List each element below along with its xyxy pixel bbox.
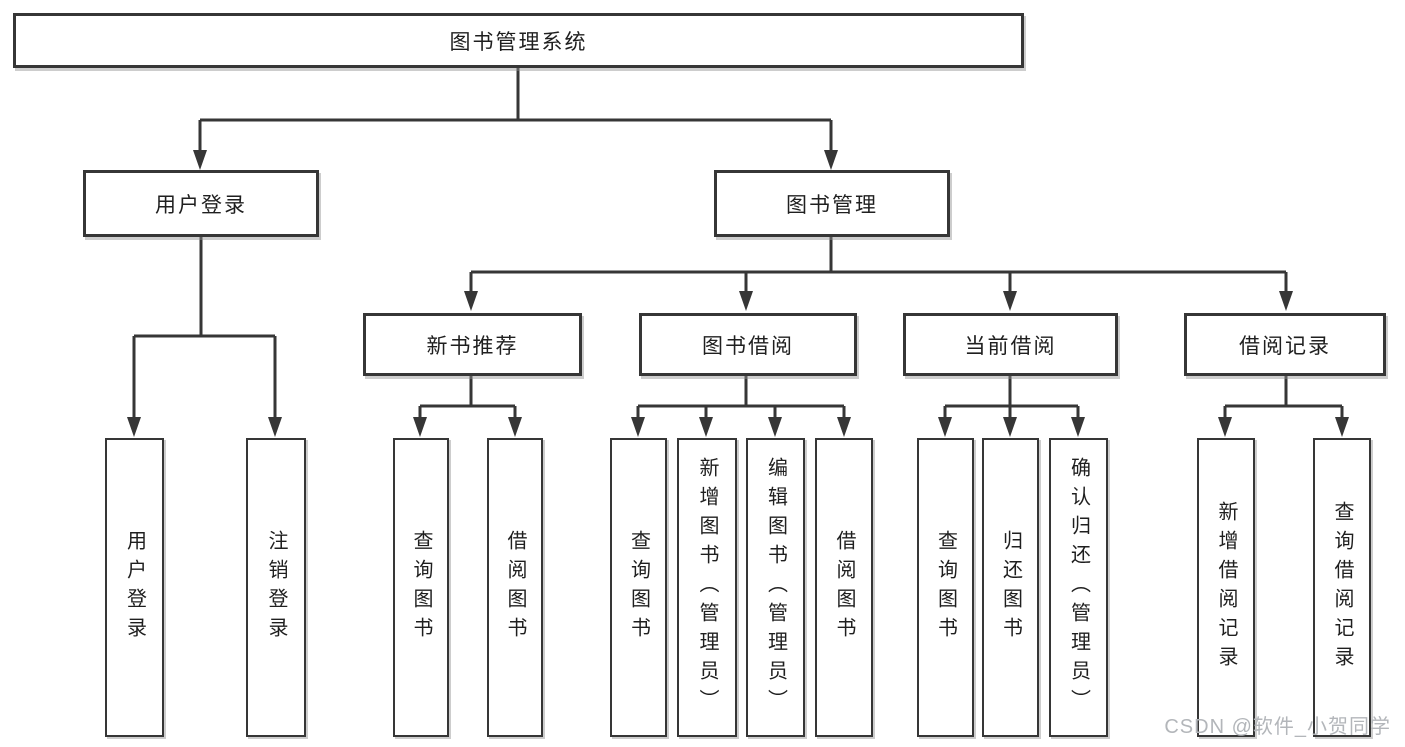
leaf-borrow-books: 借阅图书: [815, 438, 873, 737]
leaf-query-books-current-label: 查询图书: [934, 529, 957, 646]
connector-current-borrow-branch: [938, 376, 1085, 437]
leaf-query-books-recommend: 查询图书: [393, 438, 449, 737]
connector-borrow-records-branch: [1218, 376, 1349, 437]
leaf-borrow-books-label: 借阅图书: [833, 529, 855, 646]
node-borrow-records-label: 借阅记录: [1239, 334, 1331, 358]
leaf-confirm-return-admin-label: 确认归还（管理员）: [1067, 457, 1090, 718]
node-root-label: 图书管理系统: [449, 30, 588, 54]
leaf-add-books-admin: 新增图书（管理员）: [677, 438, 737, 737]
node-book-borrow-label: 图书借阅: [702, 334, 794, 358]
node-current-borrow-label: 当前借阅: [964, 334, 1057, 358]
leaf-user-login: 用户登录: [105, 438, 164, 737]
leaf-user-login-label: 用户登录: [123, 529, 146, 646]
node-new-book-recommend: 新书推荐: [363, 313, 582, 376]
node-current-borrow: 当前借阅: [903, 313, 1118, 376]
leaf-query-books-borrow-label: 查询图书: [627, 529, 650, 646]
connector-user-login-branch: [127, 237, 282, 437]
node-book-management-branch: 图书管理: [714, 170, 950, 237]
node-user-login-branch-label: 用户登录: [155, 193, 247, 217]
node-borrow-records: 借阅记录: [1184, 313, 1386, 376]
node-root-library-management-system: 图书管理系统: [13, 13, 1024, 68]
connector-root-to-level2: [193, 68, 838, 170]
leaf-query-borrow-record-label: 查询借阅记录: [1331, 500, 1353, 675]
leaf-return-books-label: 归还图书: [999, 529, 1022, 646]
leaf-query-books-recommend-label: 查询图书: [410, 529, 432, 646]
connector-book-management-branch: [464, 237, 1293, 311]
leaf-add-borrow-record-label: 新增借阅记录: [1215, 500, 1237, 675]
connector-new-book-recommend-branch: [413, 376, 522, 437]
leaf-add-books-admin-label: 新增图书（管理员）: [696, 457, 718, 718]
leaf-logout-label: 注销登录: [265, 529, 287, 646]
leaf-add-borrow-record: 新增借阅记录: [1197, 438, 1255, 737]
leaf-edit-books-admin-label: 编辑图书（管理员）: [764, 457, 787, 718]
leaf-borrow-books-recommend: 借阅图书: [487, 438, 543, 737]
connector-book-borrow-branch: [631, 376, 851, 437]
node-book-management-branch-label: 图书管理: [786, 193, 878, 217]
leaf-confirm-return-admin: 确认归还（管理员）: [1049, 438, 1108, 737]
leaf-logout: 注销登录: [246, 438, 306, 737]
csdn-watermark: CSDN @软件_小贺同学: [1164, 716, 1391, 738]
leaf-query-books-borrow: 查询图书: [610, 438, 667, 737]
node-new-book-recommend-label: 新书推荐: [426, 334, 519, 358]
node-user-login-branch: 用户登录: [83, 170, 319, 237]
leaf-borrow-books-recommend-label: 借阅图书: [504, 529, 526, 646]
leaf-query-books-current: 查询图书: [917, 438, 974, 737]
node-book-borrow: 图书借阅: [639, 313, 857, 376]
leaf-edit-books-admin: 编辑图书（管理员）: [746, 438, 805, 737]
leaf-return-books: 归还图书: [982, 438, 1039, 737]
leaf-query-borrow-record: 查询借阅记录: [1313, 438, 1371, 737]
